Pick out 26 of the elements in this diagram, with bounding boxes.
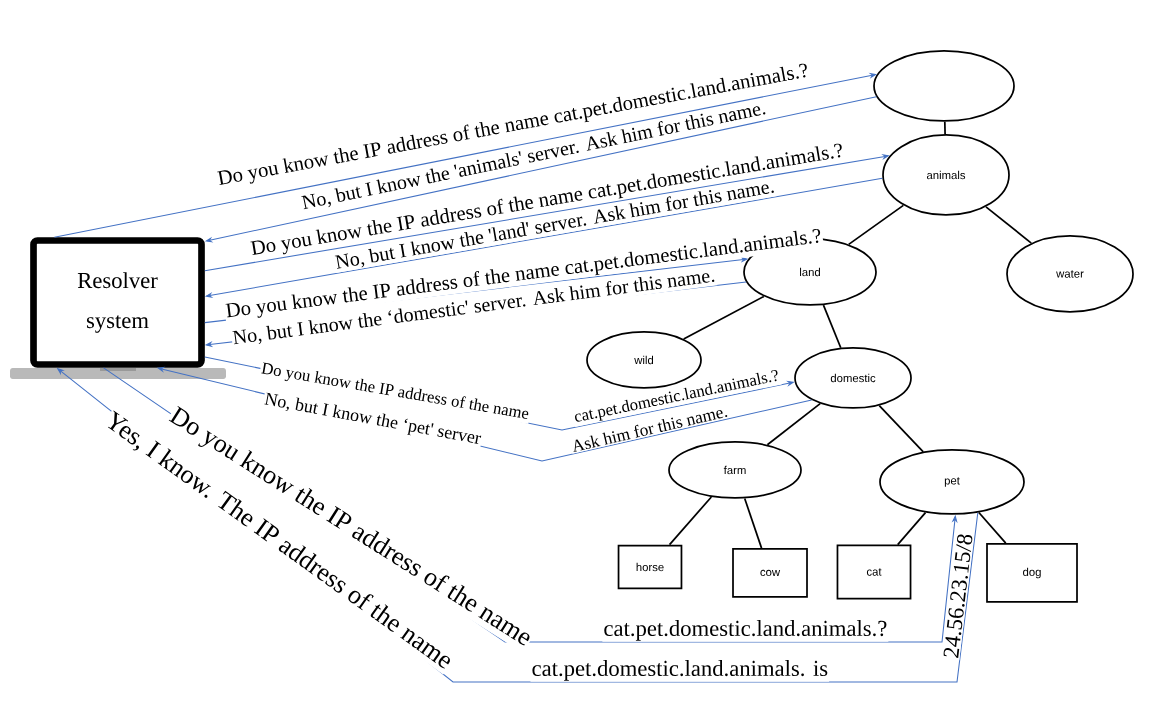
leaf-box: cow: [732, 548, 808, 598]
line-text: cat.pet.domestic.land.animals.?: [602, 619, 889, 642]
tree-node: wild: [586, 331, 702, 389]
tree-node: domestic: [794, 347, 912, 409]
tree-line: [743, 497, 763, 549]
laptop: Resolver system: [10, 237, 226, 379]
tree-line: [766, 402, 821, 446]
tree-line: [978, 511, 1007, 544]
tree-node: pet: [879, 449, 1025, 515]
tree-line: [896, 511, 927, 546]
tree-node: water: [1006, 235, 1134, 313]
leaf-box: horse: [617, 544, 683, 590]
line-text: cat.pet.domestic.land.animals. is: [530, 659, 830, 682]
tree-line: [847, 204, 905, 246]
tree-line: [943, 121, 946, 135]
tree-node: farm: [668, 441, 802, 499]
leaf-box: cat: [836, 544, 912, 600]
tree-line: [822, 304, 842, 349]
leaf-box: dog: [986, 543, 1078, 603]
tree-line: [682, 295, 765, 340]
tree-line: [668, 496, 713, 546]
line-text: 24.56.23.15/8: [941, 531, 975, 661]
tree-line: [985, 206, 1033, 244]
tree-line: [878, 404, 925, 453]
tree-node: animals: [882, 134, 1010, 216]
empty-ellipse: [873, 50, 1015, 122]
